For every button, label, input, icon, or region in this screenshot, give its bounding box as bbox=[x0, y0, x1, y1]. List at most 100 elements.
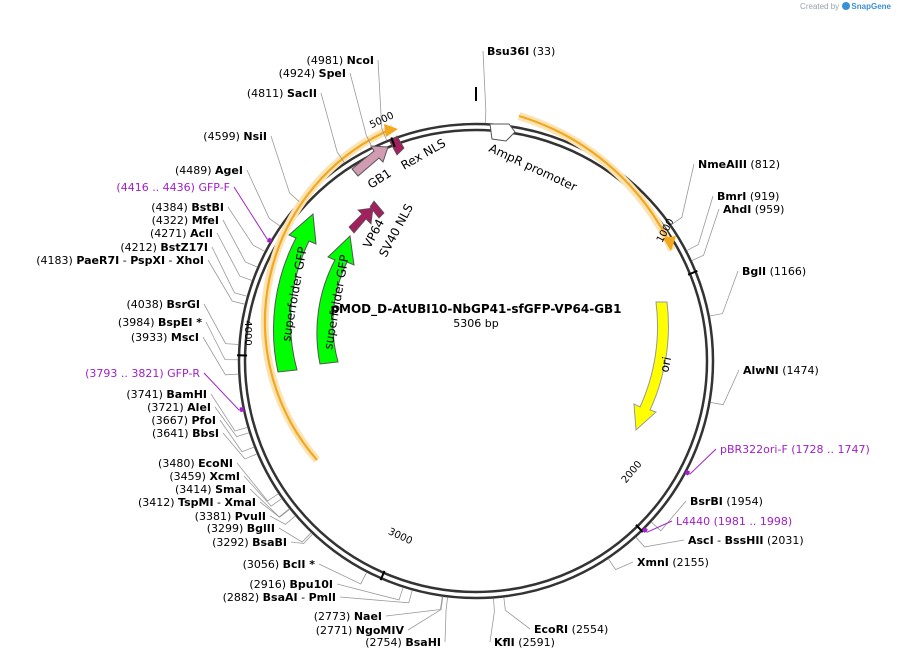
amp-promoter-arrow bbox=[489, 123, 516, 142]
enzyme-label-sacii[interactable]: (4811) SacII bbox=[247, 87, 317, 100]
leader-bsahi bbox=[444, 597, 448, 643]
backbone-inner bbox=[243, 128, 709, 594]
tick-mark-2000 bbox=[635, 524, 644, 533]
leader-bstz17i bbox=[211, 246, 248, 297]
enzyme-label-bglii[interactable]: (3299) BglII bbox=[207, 522, 275, 535]
leader-bcli bbox=[318, 563, 368, 585]
enzyme-label-bcli[interactable]: (3056) BclI * bbox=[243, 558, 316, 571]
plasmid-name: pMOD_D-AtUBI10-NbGP41-sfGFP-VP64-GB1 bbox=[330, 302, 621, 317]
leader-pvuii bbox=[269, 515, 296, 525]
snapgene-logo-icon bbox=[842, 2, 851, 10]
enzyme-label-bsu36i[interactable]: Bsu36I (33) bbox=[487, 45, 555, 58]
primer-label-pbr322ori-f[interactable]: pBR322ori-F (1728 .. 1747) bbox=[720, 443, 870, 456]
leader-bsaai bbox=[339, 590, 413, 604]
enzyme-label-spei[interactable]: (4924) SpeI bbox=[279, 67, 346, 80]
enzyme-label-bspei[interactable]: (3984) BspEI * bbox=[118, 316, 202, 329]
enzyme-label-ecori[interactable]: EcoRI (2554) bbox=[534, 623, 608, 636]
leader-bgli bbox=[709, 270, 739, 317]
enzyme-label-bstbi[interactable]: (4384) BstBI bbox=[151, 201, 224, 214]
leader-xcmi bbox=[243, 475, 283, 507]
leader-naei bbox=[385, 596, 443, 617]
leader-bpu10i bbox=[336, 583, 404, 601]
leader-bamhi bbox=[210, 393, 248, 432]
leader-sacii bbox=[320, 92, 345, 163]
enzyme-label-bgli[interactable]: BglI (1166) bbox=[742, 265, 806, 278]
enzyme-label-bsahi[interactable]: (2754) BsaHI bbox=[365, 636, 441, 649]
enzyme-label-asci[interactable]: AscI - BssHII (2031) bbox=[688, 534, 804, 547]
enzyme-label-bsabi[interactable]: (3292) BsaBI bbox=[212, 536, 287, 549]
sv40-nls-arrow bbox=[369, 200, 385, 219]
leader-ecori bbox=[503, 597, 531, 630]
enzyme-label-alei[interactable]: (3721) AleI bbox=[147, 401, 211, 414]
leader-bsu36i bbox=[482, 50, 487, 124]
sfgfp-inner-arrow bbox=[316, 234, 355, 365]
enzyme-label-nsii[interactable]: (4599) NsiI bbox=[203, 130, 267, 143]
leader-agei bbox=[246, 169, 281, 227]
enzyme-label-bbsi[interactable]: (3641) BbsI bbox=[152, 427, 219, 440]
enzyme-label-bsrbi[interactable]: BsrBI (1954) bbox=[690, 495, 763, 508]
leader-msci bbox=[202, 336, 239, 376]
leader-nmeaiii bbox=[670, 163, 695, 226]
enzyme-label-tspmi[interactable]: (3412) TspMI - XmaI bbox=[138, 496, 256, 509]
leader-bspei bbox=[205, 321, 239, 361]
orf-amp bbox=[517, 112, 676, 252]
enzyme-label-smai[interactable]: (3414) SmaI bbox=[175, 483, 246, 496]
leader-bglii bbox=[278, 527, 312, 543]
enzyme-label-bpu10i[interactable]: (2916) Bpu10I bbox=[249, 578, 333, 591]
ori-arc bbox=[633, 301, 669, 432]
leader-smai bbox=[249, 488, 290, 518]
enzyme-label-ngomiv[interactable]: (2771) NgoMIV bbox=[316, 624, 405, 637]
gb1-arrow bbox=[351, 145, 389, 177]
enzyme-label-alwni[interactable]: AlwNI (1474) bbox=[743, 364, 819, 377]
orf-left-line bbox=[263, 130, 388, 461]
leader-ahdi bbox=[691, 208, 720, 262]
leader-bbsi bbox=[222, 432, 258, 460]
enzyme-label-ahdi[interactable]: AhdI (959) bbox=[723, 203, 784, 216]
enzyme-label-econi[interactable]: (3480) EcoNI bbox=[158, 457, 233, 470]
leader-bsabi bbox=[290, 533, 313, 544]
enzyme-label-naei[interactable]: (2773) NaeI bbox=[314, 610, 382, 623]
enzyme-label-bsrgi[interactable]: (4038) BsrGI bbox=[126, 298, 200, 311]
backbone-outer bbox=[237, 122, 715, 600]
enzyme-label-pvuii[interactable]: (3381) PvuII bbox=[195, 510, 266, 523]
leader-mfei bbox=[222, 219, 258, 268]
leader-spei bbox=[349, 72, 373, 148]
leader-ncoi bbox=[377, 59, 388, 141]
orf-amp-arrow bbox=[663, 236, 676, 251]
tick-label-3000: 3000 bbox=[386, 526, 414, 547]
orf-left-arrow bbox=[384, 124, 398, 137]
enzyme-label-bamhi[interactable]: (3741) BamHI bbox=[126, 388, 207, 401]
enzyme-label-pfoi[interactable]: (3667) PfoI bbox=[151, 414, 216, 427]
enzyme-label-msci[interactable]: (3933) MscI bbox=[131, 331, 199, 344]
primer-label-gfp-r[interactable]: (3793 .. 3821) GFP-R bbox=[85, 367, 200, 380]
enzyme-label-mfei[interactable]: (4322) MfeI bbox=[152, 214, 219, 227]
enzyme-label-nmeaiii[interactable]: NmeAIII (812) bbox=[698, 158, 780, 171]
enzyme-label-xcmi[interactable]: (3459) XcmI bbox=[169, 470, 240, 483]
leader-bstbi bbox=[227, 206, 265, 252]
leader-acli bbox=[216, 232, 253, 281]
enzyme-label-bmri[interactable]: BmrI (919) bbox=[717, 190, 779, 203]
sfgfp-outer-arrow bbox=[272, 212, 317, 373]
enzyme-label-paer7i[interactable]: (4183) PaeR7I - PspXI - XhoI bbox=[36, 254, 204, 267]
leader-pfoi bbox=[219, 419, 255, 453]
enzyme-label-acli[interactable]: (4271) AclI bbox=[150, 227, 213, 240]
leader-nsii bbox=[270, 135, 300, 202]
vp64-arrow bbox=[348, 207, 374, 234]
credit-prefix: Created by bbox=[800, 2, 840, 11]
enzyme-label-bstz17i[interactable]: (4212) BstZ17I bbox=[120, 241, 208, 254]
ori-label: ori bbox=[657, 355, 674, 373]
enzyme-label-agei[interactable]: (4489) AgeI bbox=[175, 164, 243, 177]
orf-amp-line bbox=[518, 114, 669, 241]
leader-tspmi bbox=[259, 501, 290, 518]
leader-alei bbox=[214, 406, 250, 438]
primer-label-gfp-f[interactable]: (4416 .. 4436) GFP-F bbox=[116, 181, 230, 194]
snapgene-credit: Created by SnapGene bbox=[800, 2, 891, 11]
enzyme-label-kfli[interactable]: KflI (2591) bbox=[494, 636, 555, 649]
enzyme-label-ncoi[interactable]: (4981) NcoI bbox=[307, 54, 374, 67]
enzyme-label-xmni[interactable]: XmnI (2155) bbox=[637, 556, 709, 569]
primer-label-l4440[interactable]: L4440 (1981 .. 1998) bbox=[676, 515, 792, 528]
leader-kfli bbox=[489, 598, 495, 643]
leader-asci bbox=[635, 537, 685, 548]
enzyme-label-bsaai[interactable]: (2882) BsaAI - PmlI bbox=[223, 591, 336, 604]
